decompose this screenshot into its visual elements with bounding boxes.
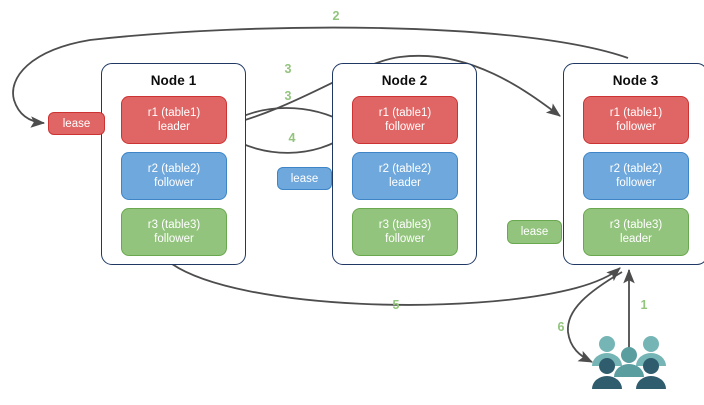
step-label-1: 1 bbox=[640, 298, 648, 312]
step-label-6: 6 bbox=[557, 320, 565, 334]
node-2-replica-r2-name: r2 (table2) bbox=[378, 163, 432, 175]
node-1-title: Node 1 bbox=[150, 73, 197, 88]
node-2-replica-r2[interactable]: r2 (table2) leader bbox=[352, 152, 458, 200]
node-1-replica-r3-role: follower bbox=[154, 233, 194, 245]
node-1-replica-r1[interactable]: r1 (table1) leader bbox=[121, 96, 227, 144]
lease-table1[interactable]: lease bbox=[48, 112, 105, 135]
node-2-container[interactable]: Node 2 r1 (table1) follower r2 (table2) … bbox=[332, 63, 477, 265]
node-2-replica-r1-role: follower bbox=[385, 121, 425, 133]
node-2-replica-r3-role: follower bbox=[385, 233, 425, 245]
users-group[interactable] bbox=[588, 335, 672, 391]
node-3-replica-r1-name: r1 (table1) bbox=[609, 107, 663, 119]
step-label-4: 4 bbox=[288, 131, 296, 145]
node-1-replica-r2-role: follower bbox=[154, 177, 194, 189]
step-label-2: 2 bbox=[332, 9, 340, 23]
node-2-replica-r3[interactable]: r3 (table3) follower bbox=[352, 208, 458, 256]
node-1-replica-r3[interactable]: r3 (table3) follower bbox=[121, 208, 227, 256]
step-label-3a: 3 bbox=[284, 62, 292, 76]
node-3-replica-r3-role: leader bbox=[620, 233, 652, 245]
node-3-replica-r3[interactable]: r3 (table3) leader bbox=[583, 208, 689, 256]
node-1-replica-r2-name: r2 (table2) bbox=[147, 163, 201, 175]
node-3-replica-r3-name: r3 (table3) bbox=[609, 219, 663, 231]
node-2-title: Node 2 bbox=[381, 73, 428, 88]
node-1-replica-r1-role: leader bbox=[158, 121, 190, 133]
node-1-replica-r1-name: r1 (table1) bbox=[147, 107, 201, 119]
node-1-container[interactable]: Node 1 r1 (table1) leader r2 (table2) fo… bbox=[101, 63, 246, 265]
node-1-replica-r3-name: r3 (table3) bbox=[147, 219, 201, 231]
lease-table2[interactable]: lease bbox=[277, 167, 332, 190]
node-2-replica-r3-name: r3 (table3) bbox=[378, 219, 432, 231]
people-group-icon bbox=[592, 336, 666, 389]
step-label-3b: 3 bbox=[284, 89, 292, 103]
node-3-replica-r2-name: r2 (table2) bbox=[609, 163, 663, 175]
node-3-replica-r2-role: follower bbox=[616, 177, 656, 189]
step-label-5: 5 bbox=[392, 298, 400, 312]
node-2-replica-r2-role: leader bbox=[389, 177, 421, 189]
node-3-container[interactable]: Node 3 r1 (table1) follower r2 (table2) … bbox=[563, 63, 704, 265]
node-3-replica-r2[interactable]: r2 (table2) follower bbox=[583, 152, 689, 200]
node-2-replica-r1[interactable]: r1 (table1) follower bbox=[352, 96, 458, 144]
node-3-title: Node 3 bbox=[612, 73, 659, 88]
node-3-replica-r1[interactable]: r1 (table1) follower bbox=[583, 96, 689, 144]
node-1-replica-r2[interactable]: r2 (table2) follower bbox=[121, 152, 227, 200]
lease-table3[interactable]: lease bbox=[507, 220, 562, 244]
node-3-replica-r1-role: follower bbox=[616, 121, 656, 133]
node-2-replica-r1-name: r1 (table1) bbox=[378, 107, 432, 119]
